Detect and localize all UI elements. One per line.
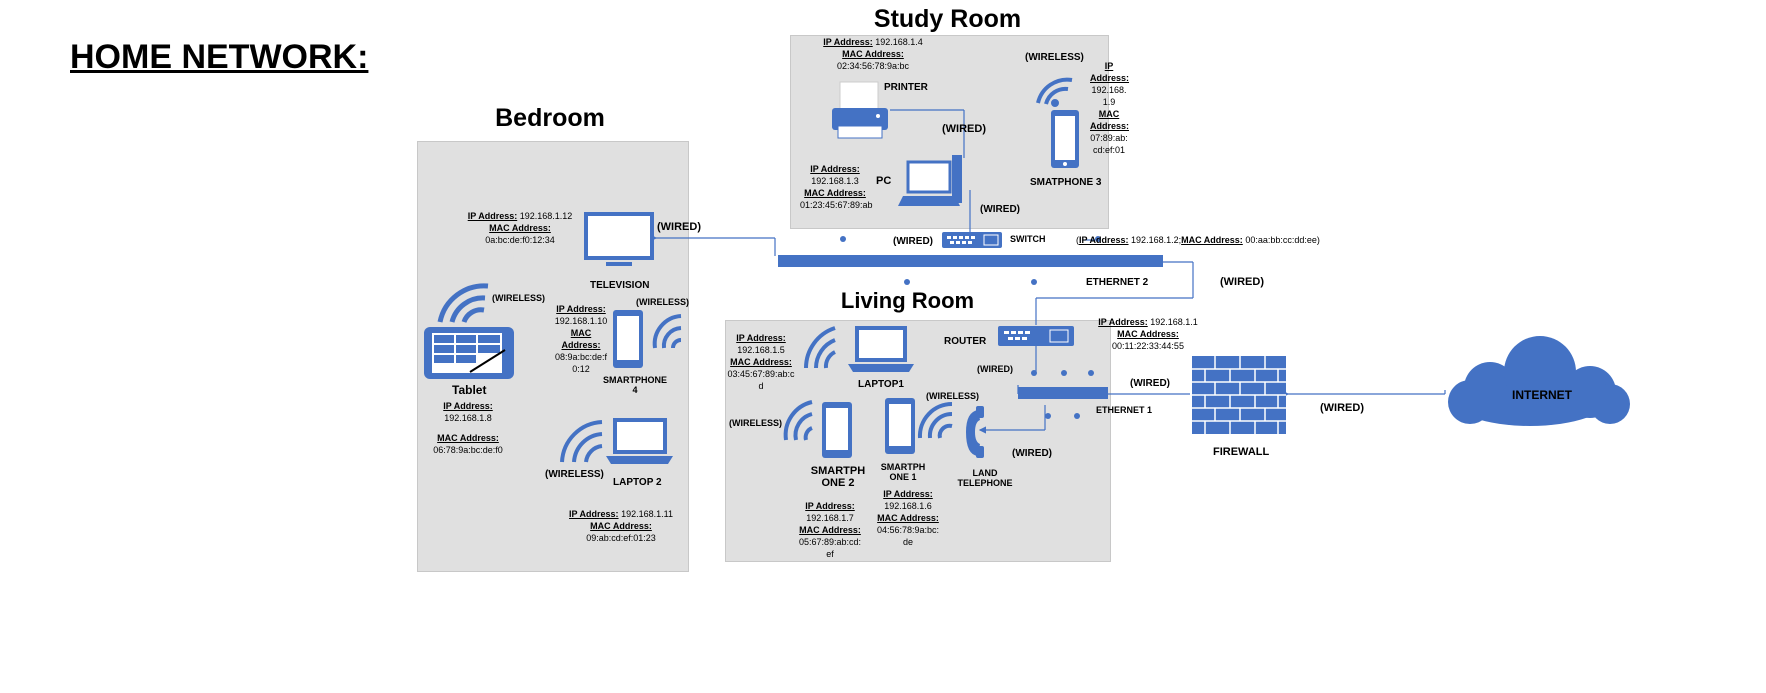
printer-info: IP Address: 192.168.1.4 MAC Address: 02:… <box>823 37 923 71</box>
ethernet2-connection: (WIRED) <box>1220 276 1264 288</box>
router-icon <box>998 326 1074 346</box>
smartphone3-label: SMATPHONE 3 <box>1030 177 1102 188</box>
router-connection: (WIRED) <box>977 364 1013 374</box>
living-room-area <box>725 320 1111 562</box>
smartphone1-icon <box>885 398 915 454</box>
cloud-icon <box>1448 336 1630 426</box>
smartphone1-connection: (WIRELESS) <box>926 391 979 401</box>
study-room-title: Study Room <box>873 5 1022 33</box>
television-connection: (WIRED) <box>657 221 701 233</box>
pc-label: PC <box>876 175 892 187</box>
smartphone4-connection: (WIRELESS) <box>636 297 689 307</box>
smartphone1-label: SMARTPH ONE 1 <box>880 462 926 482</box>
wifi-icon-smartphone3 <box>1036 77 1073 107</box>
ethernet2-label: ETHERNET 2 <box>1086 277 1149 288</box>
switch-info: (IP Address: 192.168.1.2;MAC Address: 00… <box>1076 235 1320 245</box>
ethernet1-bar <box>1018 387 1108 399</box>
ethernet1-label: ETHERNET 1 <box>1096 405 1153 415</box>
smartphone4-icon <box>613 310 643 368</box>
firewall-label: FIREWALL <box>1213 446 1270 458</box>
wifi-icon-tablet <box>437 283 489 323</box>
laptop2-label: LAPTOP 2 <box>613 477 662 488</box>
smartphone2-icon <box>822 402 852 458</box>
landphone-connection: (WIRED) <box>1012 448 1052 459</box>
laptop2-connection: (WIRELESS) <box>545 469 604 480</box>
laptop1-label: LAPTOP1 <box>858 379 904 390</box>
smartphone3-connection: (WIRELESS) <box>1025 52 1084 63</box>
printer-label: PRINTER <box>884 82 928 93</box>
wifi-icon-smartphone2 <box>783 400 813 441</box>
tablet-icon <box>424 327 514 379</box>
smartphone2-label: SMARTPH ONE 2 <box>810 465 866 489</box>
ethernet1-connection: (WIRED) <box>1130 378 1170 389</box>
page-title: HOME NETWORK: <box>70 38 369 76</box>
television-info: IP Address: 192.168.1.12 MAC Address: 0a… <box>467 211 573 245</box>
wifi-icon-smartphone4 <box>652 314 682 349</box>
smartphone2-info: IP Address: 192.168.1.7 MAC Address: 05:… <box>798 501 862 559</box>
switch-connection: (WIRED) <box>893 236 933 247</box>
television-label: TELEVISION <box>590 280 650 291</box>
router-info: IP Address: 192.168.1.1 MAC Address: 00:… <box>1098 317 1198 351</box>
switch-label: SWITCH <box>1010 234 1046 244</box>
internet-label: INTERNET <box>1512 388 1572 402</box>
laptop2-info: IP Address: 192.168.1.11 MAC Address: 09… <box>569 509 673 543</box>
smartphone3-info: IP Address: 192.168.1.9 MAC Address: 07:… <box>1090 61 1130 155</box>
printer-connection: (WIRED) <box>942 123 986 135</box>
tablet-label: Tablet <box>452 383 487 397</box>
wifi-icon-laptop1 <box>803 326 837 369</box>
tablet-info: IP Address: 192.168.1.8 MAC Address: 06:… <box>433 401 503 455</box>
smartphone3-icon <box>1051 110 1079 168</box>
wifi-icon-laptop2 <box>560 420 603 463</box>
television-icon <box>584 212 654 266</box>
pc-connection: (WIRED) <box>980 204 1020 215</box>
laptop2-icon <box>606 418 673 464</box>
smartphone1-info: IP Address: 192.168.1.6 MAC Address: 04:… <box>876 489 940 547</box>
firewall-icon <box>1192 356 1286 434</box>
switch-icon <box>942 232 1002 248</box>
tablet-connection: (WIRELESS) <box>492 293 545 303</box>
pc-info: IP Address: 192.168.1.3 MAC Address: 01:… <box>800 164 873 210</box>
smartphone2-connection: (WIRELESS) <box>729 418 782 428</box>
firewall-connection: (WIRED) <box>1320 402 1364 414</box>
telephone-icon <box>966 406 984 458</box>
smartphone4-label: SMARTPHONE 4 <box>602 375 667 395</box>
router-label: ROUTER <box>944 336 987 347</box>
laptop1-info: IP Address: 192.168.1.5 MAC Address: 03:… <box>727 333 795 391</box>
smartphone4-info: IP Address: 192.168.1.10 MAC Address: 08… <box>554 304 608 374</box>
wifi-icon-smartphone1 <box>917 401 953 439</box>
living-room-title: Living Room <box>840 288 975 313</box>
landphone-label: LAND TELEPHONE <box>957 468 1013 488</box>
pc-icon <box>898 155 962 206</box>
ethernet2-bar <box>778 255 1163 267</box>
printer-icon <box>832 81 888 139</box>
bedroom-title: Bedroom <box>495 104 605 132</box>
laptop1-icon <box>848 326 914 372</box>
